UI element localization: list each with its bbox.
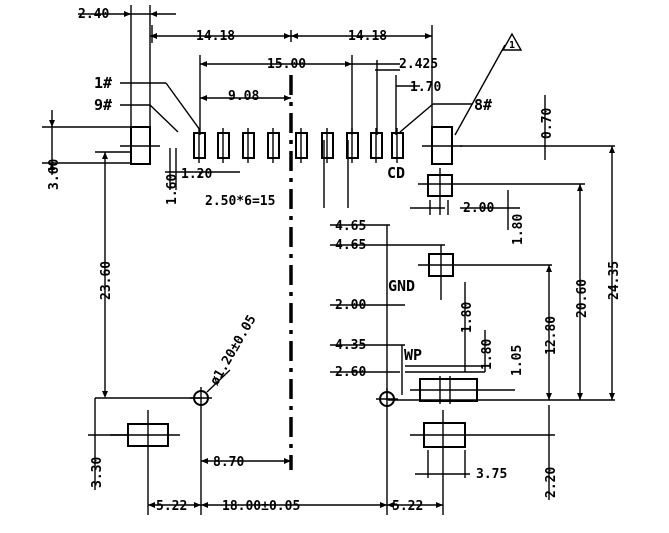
right-arrows [546,146,615,400]
dim-15-00: 15.00 [267,57,306,72]
dim-0-70-lines [460,95,615,160]
gnd-pad [330,224,552,400]
pin-leaders [120,44,506,136]
dim-4-65-b: 4.65 [335,238,366,253]
cd-pad [410,168,585,230]
dim-2-425: 2.425 [399,57,438,72]
dim-4-35: 4.35 [335,338,366,353]
bottom-right-pad [410,410,555,478]
dim-14-18-left: 14.18 [196,29,235,44]
bottom-arrows [148,458,443,508]
dim-20-60: 20.60 [575,279,590,318]
dim-3-30: 3.30 [90,457,105,488]
dim-0-70: 0.70 [540,108,555,139]
left-arrows [49,120,108,398]
gnd-label: GND [388,277,415,295]
top-arrows [124,11,432,101]
dim-2-00-mid: 2.00 [335,298,366,313]
dim-5-22-left: 5.22 [156,499,187,514]
dim-3-60: 3.60 [47,159,62,190]
dim-3-75: 3.75 [476,467,507,482]
dimension-texts: 2.40 14.18 14.18 15.00 2.425 1.70 9.08 1… [47,7,622,514]
dim-9-08: 9.08 [228,89,259,104]
right-top-pad [422,126,462,165]
mount-holes [190,369,398,410]
dim-23-60: 23.60 [99,261,114,300]
bottom-left-pad [88,398,180,490]
wp-label: WP [404,346,422,364]
dim-12-80: 12.80 [544,316,559,355]
wp-pad [330,365,515,404]
dim-1-80-top: 1.80 [511,214,526,245]
dim-1-20: 1.20 [181,167,212,182]
dim-1-80-mid: 1.80 [460,302,475,333]
label-texts: 1# 9# 8# CD GND WP 1 [94,40,515,364]
right-vertical-dims [388,146,615,500]
dim-2-00-top: 2.00 [463,201,494,216]
dim-14-18-right: 14.18 [348,29,387,44]
dim-8-70: 8.70 [213,455,244,470]
dim-pitch: 2.50*6=15 [205,194,275,209]
left-vertical-dims [42,110,240,399]
dim-hole: ø1.20±0.05 [207,313,259,388]
dim-2-40: 2.40 [78,7,109,22]
pin-pads [193,132,404,159]
dim-1-60: 1.60 [165,174,180,205]
pin-1-label: 1# [94,74,112,92]
revision-triangle [501,32,523,51]
dim-4-65-a: 4.65 [335,219,366,234]
dim-1-70: 1.70 [410,80,441,95]
pin-9-label: 9# [94,96,112,114]
dim-24-35: 24.35 [607,261,622,300]
dim-1-05: 1.05 [510,345,525,376]
dim-18-00: 18.00±0.05 [222,499,300,514]
mid-dims [330,282,486,395]
dim-1-80-mid2: 1.80 [480,339,495,370]
dim-5-22-right: 5.22 [392,499,423,514]
triangle-note-number: 1 [509,40,515,51]
left-top-pad [120,126,160,165]
cd-label: CD [387,164,405,182]
dim-2-60: 2.60 [335,365,366,380]
pin-center-marks [198,128,398,163]
dim-2-20: 2.20 [544,467,559,498]
pin-8-label: 8# [474,96,492,114]
